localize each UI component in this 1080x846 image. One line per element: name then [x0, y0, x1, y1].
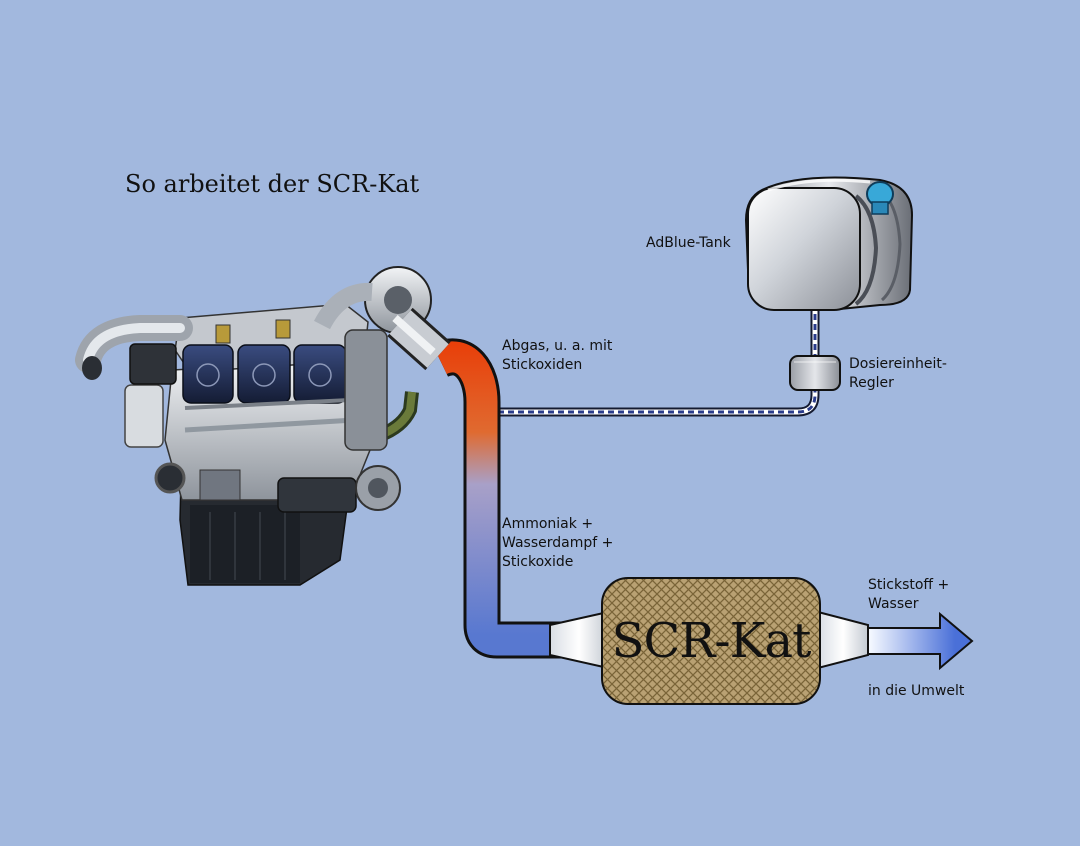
label-output: Stickstoff + Wasser — [868, 576, 949, 614]
label-dosing-line: Regler — [849, 375, 894, 391]
adblue-tank-icon — [744, 176, 914, 312]
page-title: So arbeitet der SCR-Kat — [125, 170, 420, 198]
catalyst-icon — [549, 577, 869, 705]
label-exhaust-line: Abgas, u. a. mit — [502, 338, 613, 354]
label-exhaust-line: Stickoxiden — [502, 357, 583, 373]
label-mixture-line: Ammoniak + — [502, 516, 594, 532]
label-adblue-tank: AdBlue-Tank — [646, 235, 731, 251]
adblue-line — [488, 308, 820, 417]
engine-illustration — [75, 266, 451, 586]
label-mixture-line: Wasserdampf + — [502, 535, 614, 551]
outlet-arrow-icon — [867, 611, 974, 671]
label-mixture-line: Stickoxide — [502, 554, 574, 570]
label-exhaust: Abgas, u. a. mit Stickoxiden — [502, 337, 612, 375]
label-environment: in die Umwelt — [868, 683, 965, 699]
label-output-line: Stickstoff + — [868, 577, 950, 593]
label-dosing-unit: Dosiereinheit- Regler — [849, 355, 947, 393]
exhaust-pipe — [432, 338, 565, 659]
dosing-unit-icon — [789, 355, 841, 391]
label-dosing-line: Dosiereinheit- — [849, 356, 947, 372]
catalyst-label: SCR-Kat — [611, 613, 812, 669]
label-mixture: Ammoniak + Wasserdampf + Stickoxide — [502, 515, 613, 572]
label-output-line: Wasser — [868, 596, 919, 612]
